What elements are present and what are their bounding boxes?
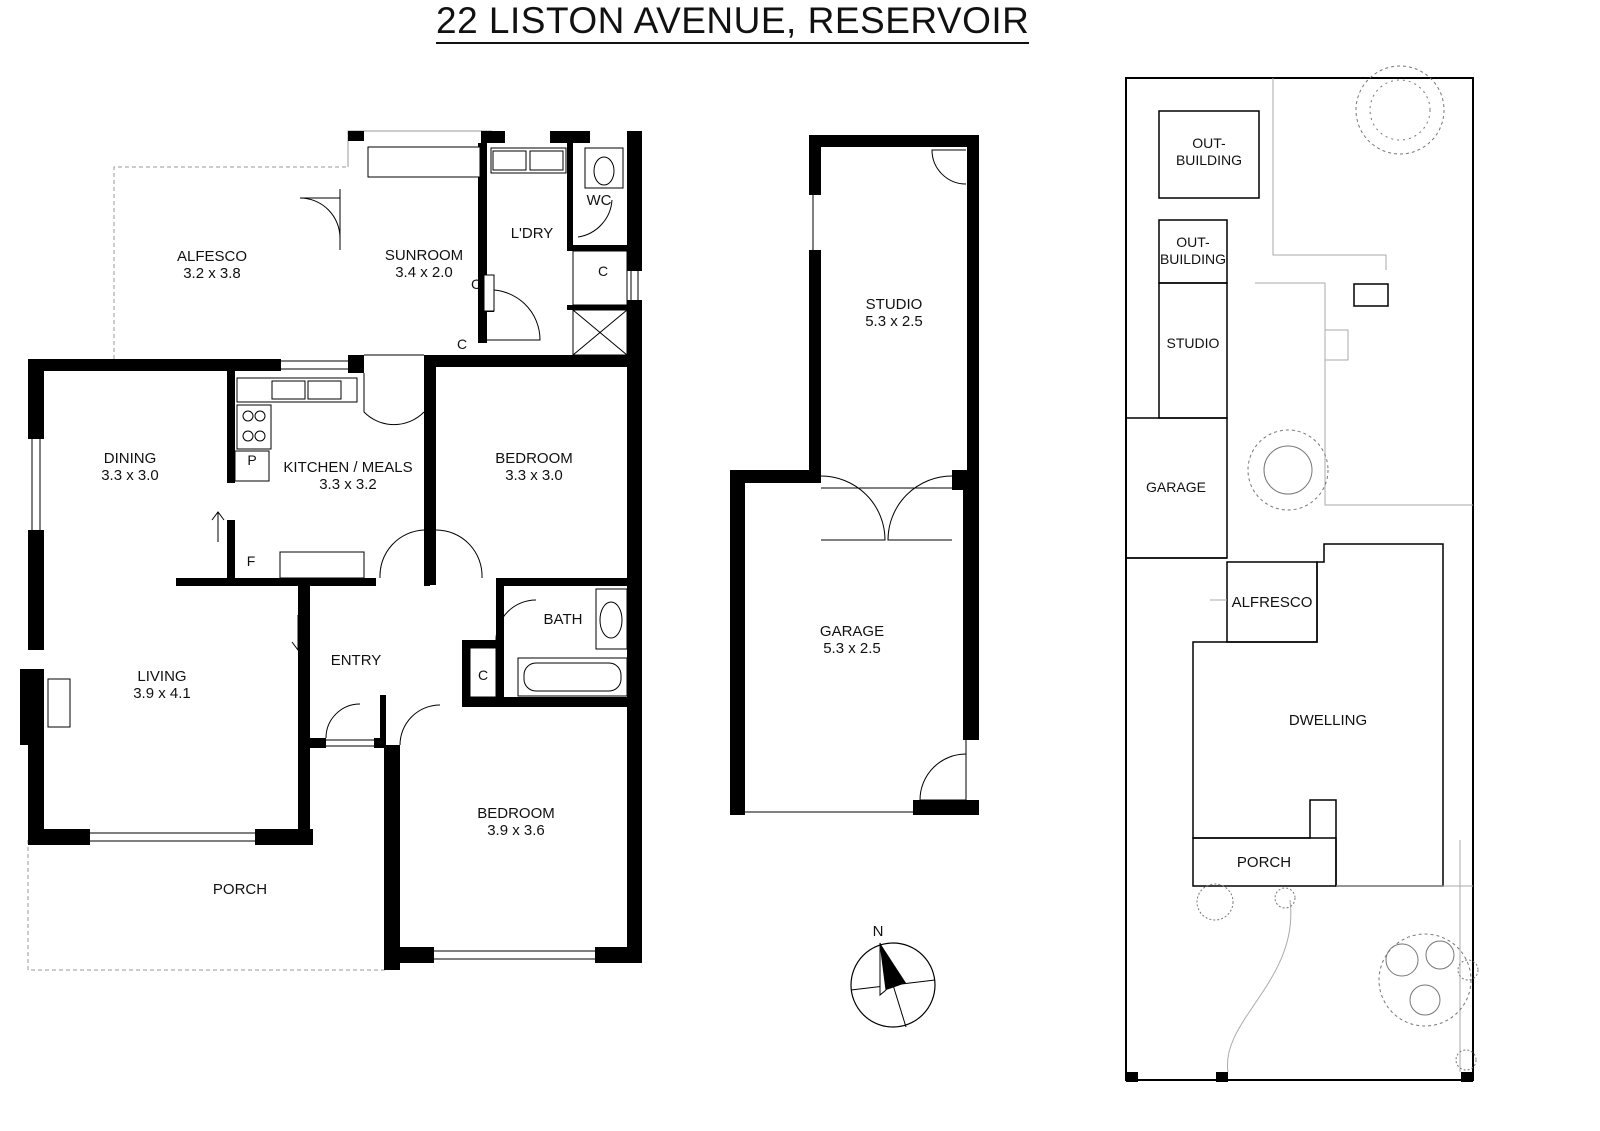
sunroom-label: SUNROOM [385,247,463,264]
site-garage-label: GARAGE [1146,479,1206,495]
outbuilding2-label-line2: BUILDING [1160,251,1226,267]
garage-dimensions: 5.3 x 2.5 [823,640,881,657]
plan-title: 22 LISTON AVENUE, RESERVOIR [436,2,1030,44]
porch-label: PORCH [213,881,267,898]
outbuilding1-label-line1: OUT- [1192,135,1226,151]
outbuilding1-label-line2: BUILDING [1176,152,1242,168]
shrub-icon [1455,1049,1477,1071]
tree-icon [1378,933,1472,1027]
ground-floor-labels: ALFESCO 3.2 x 3.8 SUNROOM 3.4 x 2.0 L'DR… [101,192,611,898]
bedroom2-dimensions: 3.9 x 3.6 [487,822,545,839]
bedroom1-dimensions: 3.3 x 3.0 [505,467,563,484]
laundry-label: L'DRY [511,225,554,242]
alfesco-dimensions: 3.2 x 3.8 [183,265,241,282]
living-dimensions: 3.9 x 4.1 [133,685,191,702]
site-alfresco-label: ALFRESCO [1232,594,1313,611]
studio-label: STUDIO [866,296,923,313]
site-boundary [1125,77,1474,1081]
wc-label: WC [587,192,612,209]
dining-dimensions: 3.3 x 3.0 [101,467,159,484]
north-compass: N [850,923,936,1028]
bedroom1-label: BEDROOM [495,450,573,467]
doors [211,197,613,746]
kitchen-dimensions: 3.3 x 3.2 [319,476,377,493]
site-studio-label: STUDIO [1167,335,1220,351]
fridge-label: F [247,553,256,569]
entry-label: ENTRY [331,652,382,669]
trees [1196,65,1479,1071]
hall-closet-label: C [457,336,467,352]
compass-north-label: N [873,923,884,940]
shrub-icon [1274,887,1296,909]
shrub-icon [1196,883,1234,921]
bath-closet-label: C [478,667,488,683]
site-porch-label: PORCH [1237,854,1291,871]
studio-dimensions: 5.3 x 2.5 [865,313,923,330]
site-dwelling-label: DWELLING [1289,712,1367,729]
windows [31,189,639,960]
alfesco-label: ALFESCO [177,248,247,265]
pantry-label: P [247,452,256,468]
tree-icon [1247,429,1329,511]
studio-garage-doors [745,149,967,813]
shrub-icon [1457,959,1479,981]
ground-floor-walls [20,131,642,970]
studio-garage-plan: STUDIO 5.3 x 2.5 GARAGE 5.3 x 2.5 [730,135,979,815]
laundry-closet-label: C [598,263,608,279]
sunroom-dimensions: 3.4 x 2.0 [395,264,453,281]
bath-label: BATH [544,611,583,628]
site-plan: OUT- BUILDING OUT- BUILDING STUDIO GARAG… [1125,65,1479,1082]
living-label: LIVING [137,668,186,685]
bedroom2-label: BEDROOM [477,805,555,822]
outbuilding2-label-line1: OUT- [1176,234,1210,250]
dining-label: DINING [104,450,157,467]
tree-icon [1355,65,1445,155]
kitchen-label: KITCHEN / MEALS [283,459,412,476]
north-arrow-icon [880,943,906,990]
ground-floor-plan: ALFESCO 3.2 x 3.8 SUNROOM 3.4 x 2.0 L'DR… [20,130,642,971]
garage-label: GARAGE [820,623,884,640]
sunroom-closet-label: C [471,276,481,292]
studio-garage-walls [730,135,979,815]
fixtures [47,146,628,728]
